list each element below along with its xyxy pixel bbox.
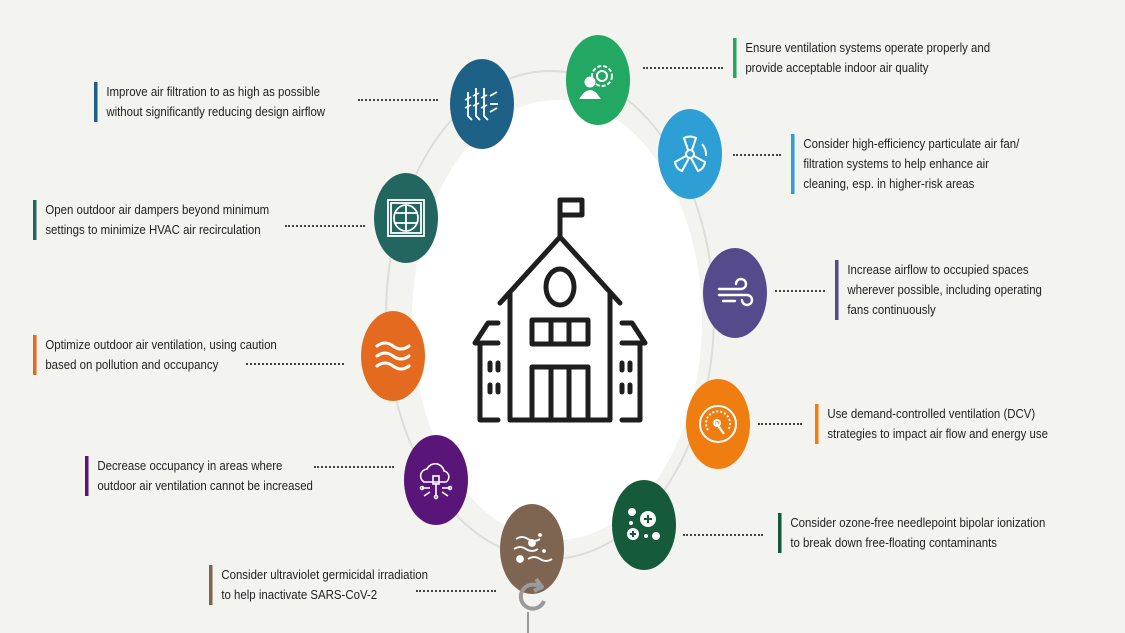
label-line: cleaning, esp. in higher-risk areas (803, 176, 975, 191)
wind-node (703, 248, 767, 338)
label-line: Optimize outdoor air ventilation, using … (45, 337, 277, 352)
refresh-icon (518, 577, 546, 611)
label-line: based on pollution and occupancy (45, 357, 219, 372)
label-line: strategies to impact air flow and energy… (827, 426, 1048, 441)
label-line: fans continuously (847, 302, 936, 317)
label-line: provide acceptable indoor air quality (745, 60, 929, 75)
label-line: Ensure ventilation systems operate prope… (745, 40, 991, 55)
item-hepa-label: Consider high-efficiency particulate air… (791, 134, 1019, 194)
label-line: filtration systems to help enhance air (803, 156, 989, 171)
item-filtration-label: Improve air filtration to as high as pos… (94, 82, 325, 122)
item-ionization-label: Consider ozone-free needlepoint bipolar … (778, 513, 1045, 553)
virus-air-node (500, 504, 564, 594)
label-line: settings to minimize HVAC air recirculat… (45, 222, 261, 237)
leader-line (285, 225, 365, 227)
virus-air-icon (513, 533, 553, 563)
leader-line (246, 363, 344, 365)
fan-node (658, 109, 722, 199)
leader-line (358, 99, 438, 101)
leader-line (314, 466, 394, 468)
air-waves-node (361, 311, 425, 401)
item-dampers-label: Open outdoor air dampers beyond minimum … (33, 200, 269, 240)
label-line: Consider high-efficiency particulate air… (803, 136, 1020, 151)
leader-line (683, 534, 763, 536)
cloud-network-node (404, 435, 468, 525)
leader-line (775, 290, 825, 292)
label-line: Increase airflow to occupied spaces (847, 262, 1029, 277)
school-building-icon (472, 197, 648, 423)
leader-line (733, 154, 781, 156)
item-ventilation-systems-label: Ensure ventilation systems operate prope… (733, 38, 990, 78)
label-line: Open outdoor air dampers beyond minimum (45, 202, 270, 217)
item-occupancy-label: Decrease occupancy in areas where outdoo… (85, 456, 313, 496)
item-dcv-label: Use demand-controlled ventilation (DCV) … (815, 404, 1048, 444)
air-waves-icon (375, 341, 411, 371)
label-line: wherever possible, including operating (847, 282, 1042, 297)
person-gear-node (566, 35, 630, 125)
leader-line (643, 67, 723, 69)
ions-icon (627, 508, 660, 540)
label-line: Consider ultraviolet germicidal irradiat… (221, 567, 428, 582)
stem-line (527, 612, 529, 633)
label-line: Consider ozone-free needlepoint bipolar … (790, 515, 1046, 530)
label-line: Improve air filtration to as high as pos… (106, 84, 320, 99)
label-line: outdoor air ventilation cannot be increa… (97, 478, 313, 493)
gauge-icon (699, 405, 737, 443)
gauge-node (686, 379, 750, 469)
fan-icon (673, 135, 708, 173)
cloud-network-icon (419, 463, 453, 500)
label-line: to help inactivate SARS-CoV-2 (221, 587, 378, 602)
leader-line (416, 590, 496, 592)
label-line: Use demand-controlled ventilation (DCV) (827, 406, 1036, 421)
air-damper-node (374, 173, 438, 263)
ions-node (612, 480, 676, 570)
item-airflow-label: Increase airflow to occupied spaces wher… (835, 260, 1042, 320)
air-damper-icon (387, 199, 425, 237)
label-line: without significantly reducing design ai… (106, 104, 326, 119)
person-gear-icon (579, 65, 613, 99)
label-line: to break down free-floating contaminants (790, 535, 997, 550)
air-filter-icon (464, 88, 498, 121)
wind-icon (717, 277, 754, 307)
leader-line (758, 423, 802, 425)
item-outdoor-air-label: Optimize outdoor air ventilation, using … (33, 335, 277, 375)
item-uv-label: Consider ultraviolet germicidal irradiat… (209, 565, 428, 605)
air-filter-node (450, 59, 514, 149)
label-line: Decrease occupancy in areas where (97, 458, 283, 473)
